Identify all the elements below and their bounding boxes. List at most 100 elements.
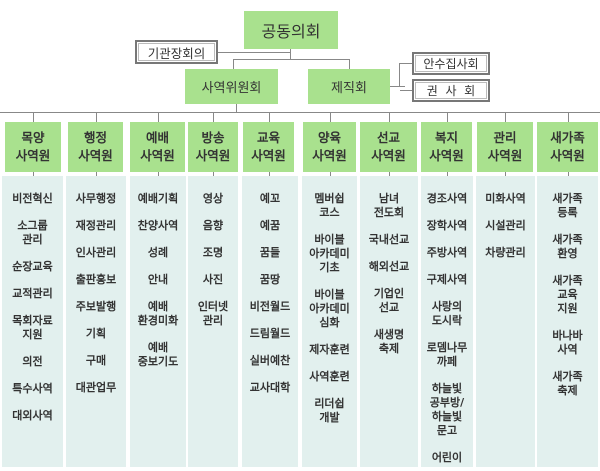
ministry-item: 의전 bbox=[22, 355, 43, 368]
ministry-item: 경조사역 bbox=[426, 192, 468, 205]
connector bbox=[0, 112, 600, 113]
connector bbox=[269, 172, 270, 176]
ministry-item: 기업인 선교 bbox=[373, 287, 405, 314]
ministry-item: 예꼬 bbox=[259, 192, 281, 205]
connector bbox=[447, 112, 448, 122]
connector bbox=[158, 172, 159, 176]
ministry-item: 기획 bbox=[85, 327, 107, 340]
connector bbox=[505, 172, 506, 176]
ministry-item: 교사대학 bbox=[249, 381, 291, 394]
ministry-item: 새가족 등록 bbox=[552, 192, 583, 219]
ministry-item: 특수사역 bbox=[12, 382, 53, 395]
ministry-item: 구제사역 bbox=[426, 273, 468, 286]
connector bbox=[505, 112, 506, 122]
ministry-item: 안내 bbox=[147, 273, 169, 286]
ministry-item: 로뎀나무 까페 bbox=[426, 341, 468, 368]
heads-meeting-box: 기관장회의 bbox=[135, 40, 218, 64]
department-header: 선교 사역원 bbox=[360, 122, 417, 172]
department-header: 복지 사역원 bbox=[421, 122, 472, 172]
connector bbox=[290, 49, 291, 59]
ministry-item: 예배기획 bbox=[137, 192, 179, 205]
ministry-item: 제자훈련 bbox=[309, 343, 350, 356]
department-header: 새가족 사역원 bbox=[537, 122, 598, 172]
connector bbox=[33, 112, 34, 122]
connector bbox=[96, 112, 97, 122]
congregation-box: 공동의회 bbox=[244, 11, 338, 49]
connector bbox=[399, 63, 400, 87]
ministry-item: 성례 bbox=[147, 246, 169, 259]
ministry-item: 사무행정 bbox=[75, 192, 117, 205]
ministry-item: 구매 bbox=[85, 354, 107, 367]
ministry-item: 목회자료 지원 bbox=[12, 314, 53, 341]
ministry-item: 대관업무 bbox=[75, 381, 117, 394]
ministry-item: 해외선교 bbox=[368, 260, 410, 273]
ministry-item: 찬양사역 bbox=[137, 219, 179, 232]
department-header: 양육 사역원 bbox=[303, 122, 356, 172]
connector bbox=[96, 172, 97, 176]
ministry-item: 사역훈련 bbox=[309, 370, 350, 383]
ministry-item: 리더쉽 개발 bbox=[314, 397, 345, 424]
ministry-item: 예꿈 bbox=[259, 219, 281, 232]
exhorters-box: 권 사 회 bbox=[412, 79, 490, 102]
ministry-item: 대외사역 bbox=[12, 409, 53, 422]
connector bbox=[233, 59, 234, 69]
ministry-item: 장학사역 bbox=[426, 219, 468, 232]
ministry-item: 순장교육 bbox=[12, 260, 53, 273]
ministry-item: 예배 중보기도 bbox=[137, 341, 179, 368]
ministry-item: 꿈땅 bbox=[259, 273, 281, 286]
ministry-item: 주보발행 bbox=[75, 300, 117, 313]
ministry-item: 실버예찬 bbox=[249, 354, 291, 367]
ministry-item: 차량관리 bbox=[485, 246, 526, 259]
department-header: 방송 사역원 bbox=[188, 122, 238, 172]
connector bbox=[390, 86, 405, 87]
department-header: 목양 사역원 bbox=[5, 122, 61, 172]
ministry-item: 인터넷 관리 bbox=[197, 300, 229, 327]
connector bbox=[568, 172, 569, 176]
department-header: 예배 사역원 bbox=[130, 122, 185, 172]
connector bbox=[568, 112, 569, 122]
ministry-item: 멤버쉽 코스 bbox=[314, 192, 345, 219]
connector bbox=[389, 172, 390, 176]
ministry-item: 새가족 환영 bbox=[552, 233, 583, 260]
ministry-item: 교적관리 bbox=[12, 287, 53, 300]
connector bbox=[399, 63, 412, 64]
ministry-item: 영상 bbox=[202, 192, 224, 205]
ministry-item: 사진 bbox=[202, 273, 224, 286]
connector bbox=[389, 112, 390, 122]
ministry-item: 재정관리 bbox=[75, 219, 117, 232]
ministry-item: 음향 bbox=[202, 219, 224, 232]
ministry-item: 남녀 전도회 bbox=[373, 192, 405, 219]
ministry-item: 어린이 bbox=[431, 451, 463, 464]
ministry-committee-box: 사역위원회 bbox=[185, 69, 278, 104]
ministry-item: 바나바 사역 bbox=[552, 329, 583, 356]
connector bbox=[236, 104, 237, 112]
ministry-item: 사랑의 도시락 bbox=[431, 300, 463, 327]
connector bbox=[330, 112, 331, 122]
ministry-item: 하늘빛 공부방/ 하늘빛 문고 bbox=[429, 382, 465, 437]
ministry-item: 시설관리 bbox=[485, 219, 526, 232]
ministry-item: 예배 환경미화 bbox=[137, 300, 179, 327]
ministry-item: 인사관리 bbox=[75, 246, 117, 259]
ministry-item: 바이블 아카데미 심화 bbox=[309, 288, 350, 329]
ministry-item: 드림월드 bbox=[249, 327, 291, 340]
officers-box: 제직회 bbox=[308, 69, 390, 104]
connector bbox=[269, 112, 270, 122]
department-header: 행정 사역원 bbox=[68, 122, 123, 172]
ministry-item: 출판홍보 bbox=[75, 273, 117, 286]
ministry-item: 조명 bbox=[202, 246, 224, 259]
ministry-item: 꿈들 bbox=[259, 246, 281, 259]
ministry-item: 소그룹 관리 bbox=[17, 219, 48, 246]
connector bbox=[158, 112, 159, 122]
department-header: 관리 사역원 bbox=[477, 122, 533, 172]
ministry-item: 비전월드 bbox=[249, 300, 291, 313]
